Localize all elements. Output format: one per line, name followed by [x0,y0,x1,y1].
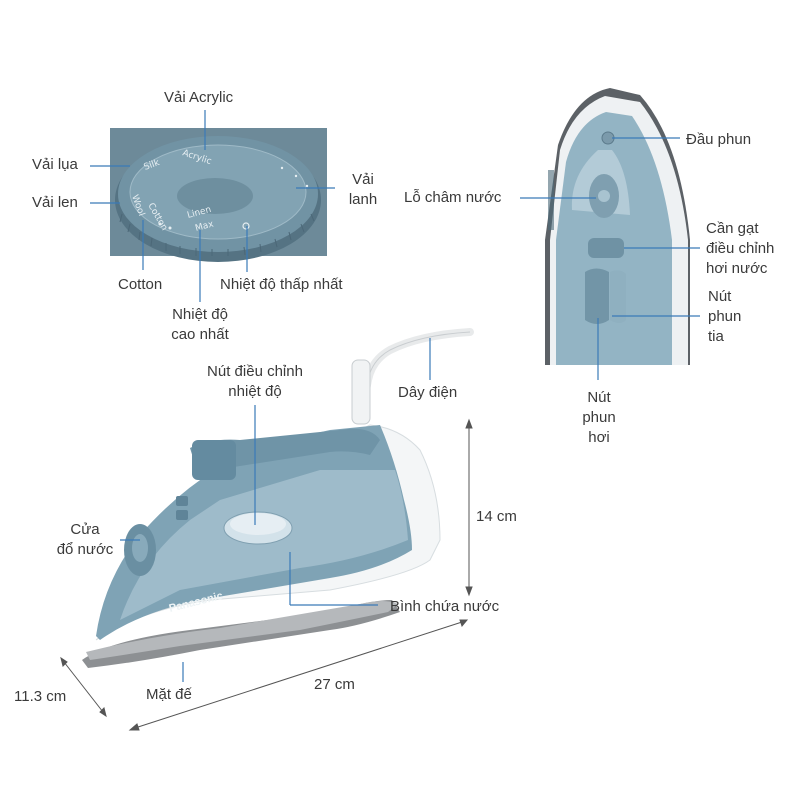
label-steam-button: Nút phun hơi [574,388,624,448]
label-inlet-line1: Cửa [70,521,100,538]
label-steam-lever-line1: Cần gạt [706,220,759,237]
iron-top-view [545,88,690,365]
label-nozzle: Đầu phun [686,131,752,148]
label-spray-line2: phun [708,308,742,325]
label-water-tank: Bình chứa nước [390,598,500,615]
temperature-dial-photo: Acrylic Silk Wool Cotton Linen Max [110,128,327,262]
leader-lines [90,110,700,682]
label-spray-line3: tia [708,328,724,345]
iron-side-view: Panasonic [82,328,474,668]
label-silk: Vải lụa [32,156,78,173]
label-steam-button-line2: phun [582,409,616,426]
label-min-temp: Nhiệt độ thấp nhất [220,276,343,293]
label-cord: Dây điện [398,384,458,401]
label-acrylic: Vải Acrylic [164,89,234,106]
label-steam-button-line3: hơi [588,429,610,446]
label-steam-lever: Cần gạt điều chỉnh hơi nước [706,219,774,279]
label-steam-lever-line2: điều chỉnh [706,240,775,257]
label-linen: Vải lanh [340,170,386,210]
label-steam-lever-line3: hơi nước [706,260,768,277]
dimension-height: 14 cm [476,508,517,525]
label-cotton: Cotton [118,276,163,293]
label-max-temp-line1: Nhiệt độ [172,306,228,323]
label-max-temp-line2: cao nhất [171,326,229,343]
label-inlet-line2: đổ nước [56,541,114,558]
label-temp-knob-line2: nhiệt độ [228,383,282,400]
label-fill-hole: Lỗ châm nước [404,189,502,206]
label-wool: Vải len [32,194,78,211]
label-steam-button-line1: Nút [587,389,611,406]
label-water-inlet: Cửa đổ nước [50,520,120,560]
dial-ridges [119,213,315,256]
dimension-length: 27 cm [314,676,355,693]
label-temp-knob-line1: Nút điều chỉnh [207,363,303,380]
dimension-width: 11.3 cm [14,688,67,705]
label-temp-knob: Nút điều chỉnh nhiệt độ [196,362,314,402]
dial-markings: Acrylic Silk Wool Cotton Linen Max [129,148,309,234]
label-spray-button: Nút phun tia [708,287,741,347]
dimension-arrows [60,418,473,731]
label-linen-line2: lanh [348,191,378,208]
label-max-temp: Nhiệt độ cao nhất [160,305,240,345]
label-linen-line1: Vải [352,171,374,188]
label-soleplate: Mặt đế [146,686,192,703]
label-spray-line1: Nút [708,288,732,305]
